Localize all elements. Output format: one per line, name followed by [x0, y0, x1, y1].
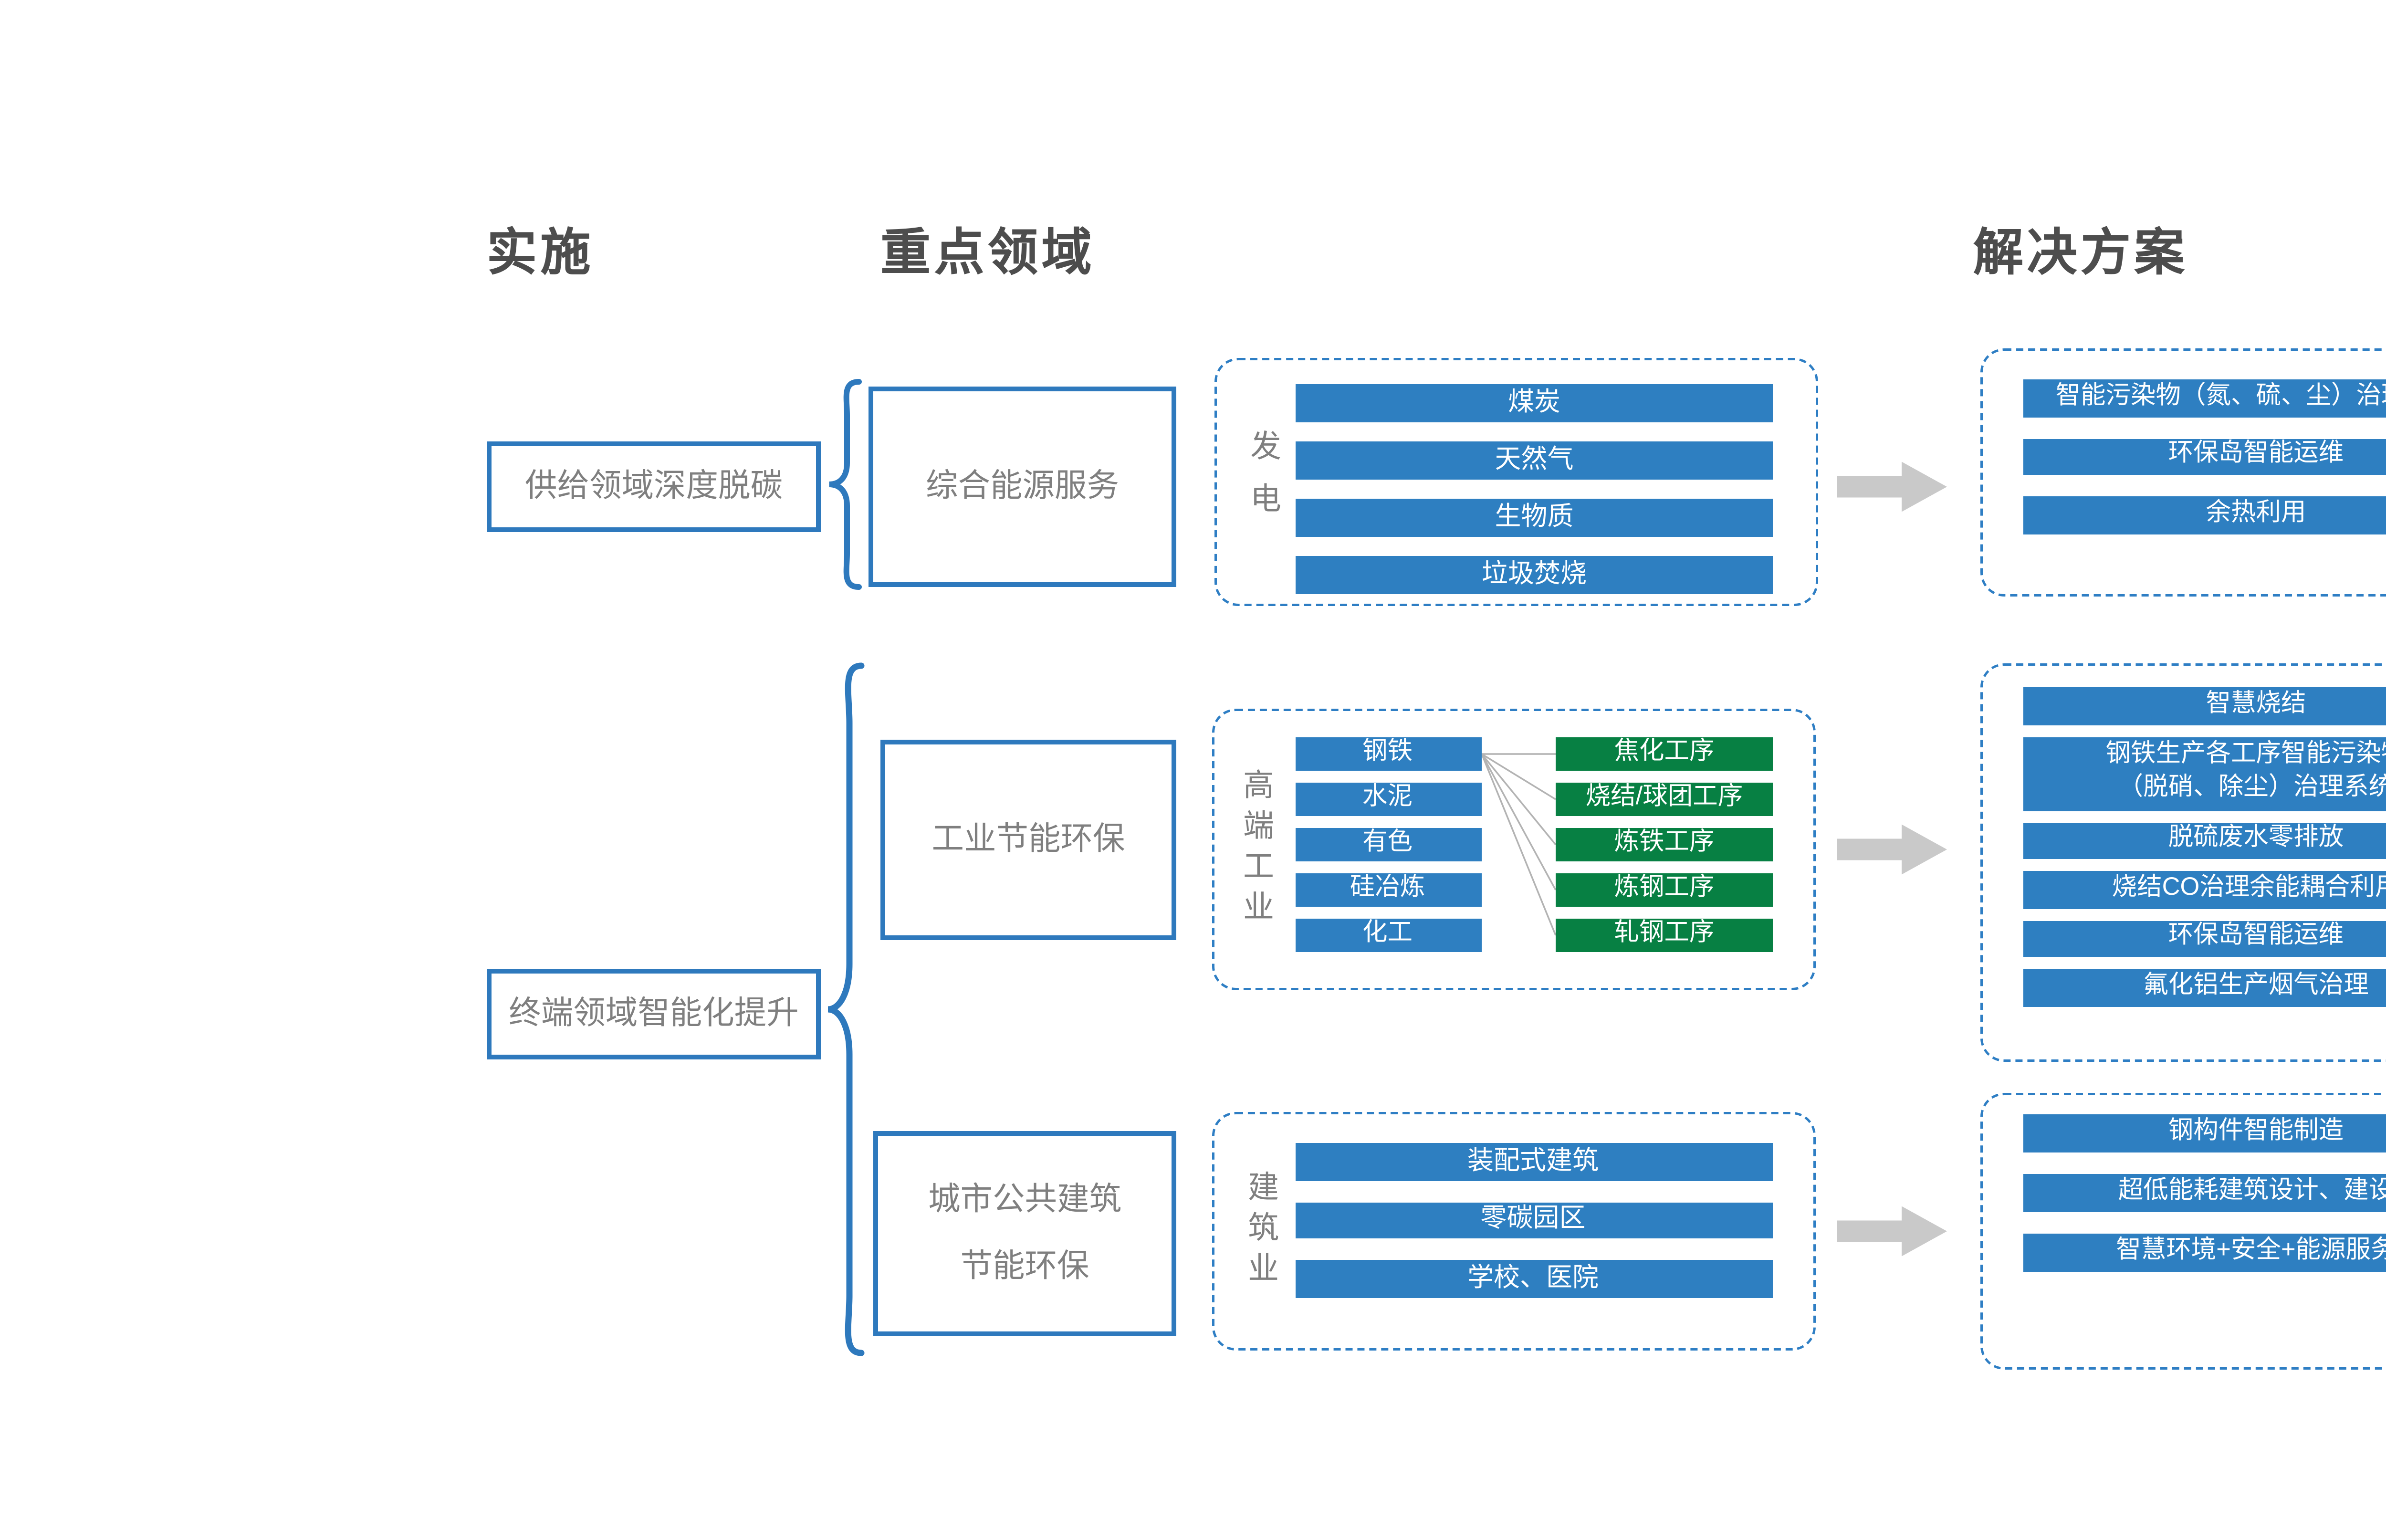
sector-bar-zero-carbon-park: 零碳园区 — [1294, 1201, 1772, 1238]
process-bar-sintering: 烧结/球团工序 — [1556, 783, 1773, 815]
industry-bars: 钢铁 水泥 有色 硅冶炼 化工 — [1294, 737, 1481, 951]
key-area-box-industry-label: 工业节能环保 — [931, 820, 1125, 857]
industry-sector-side-label: 高端工业 — [1238, 768, 1274, 931]
process-bars: 焦化工序 烧结/球团工序 炼铁工序 炼钢工序 轧钢工序 — [1556, 737, 1773, 951]
flow-arrow-power-icon — [1837, 461, 1947, 512]
implementation-box-supply: 供给领域深度脱碳 — [487, 441, 821, 532]
steel-process-lines-icon — [1481, 753, 1557, 936]
solutions-group-industry: 智慧烧结 钢铁生产各工序智能污染物（脱硝、除尘）治理系统 脱硫废水零排放 烧结C… — [1980, 663, 2386, 1062]
process-bar-steelmaking: 炼钢工序 — [1556, 873, 1773, 906]
sector-bar-nonferrous: 有色 — [1294, 828, 1481, 860]
sector-bar-coal: 煤炭 — [1296, 384, 1773, 421]
sector-bar-waste: 垃圾焚烧 — [1296, 556, 1773, 593]
power-sector-group: 发电 煤炭 天然气 生物质 垃圾焚烧 — [1214, 358, 1818, 606]
sector-bar-silicon: 硅冶炼 — [1294, 873, 1481, 906]
process-bar-ironmaking: 炼铁工序 — [1556, 828, 1773, 860]
solution-bar: 烧结CO治理余能耦合利用 — [2023, 871, 2386, 908]
flow-arrow-industry-icon — [1837, 824, 1947, 875]
flow-arrow-building-icon — [1837, 1206, 1947, 1257]
key-area-box-building: 城市公共建筑节能环保 — [873, 1131, 1176, 1336]
key-area-box-building-label: 城市公共建筑节能环保 — [928, 1180, 1121, 1284]
implementation-box-supply-label: 供给领域深度脱碳 — [525, 467, 783, 503]
solution-bar: 超低能耗建筑设计、建设 — [2023, 1174, 2386, 1211]
sector-bar-gas: 天然气 — [1296, 441, 1773, 479]
sector-bar-cement: 水泥 — [1294, 783, 1481, 815]
solution-bar: 钢铁生产各工序智能污染物（脱硝、除尘）治理系统 — [2023, 736, 2386, 810]
power-sector-bars: 煤炭 天然气 生物质 垃圾焚烧 — [1296, 384, 1773, 593]
implementation-box-terminal: 终端领域智能化提升 — [487, 969, 821, 1059]
solution-bar: 智慧烧结 — [2023, 687, 2386, 724]
sector-bar-school-hospital: 学校、医院 — [1294, 1260, 1772, 1297]
sector-bar-steel: 钢铁 — [1294, 737, 1481, 770]
sector-bar-chemical: 化工 — [1294, 919, 1481, 951]
header-key-areas: 重点领域 — [880, 227, 1095, 282]
sector-bar-biomass: 生物质 — [1296, 499, 1773, 536]
building-sector-side-label: 建筑业 — [1243, 1170, 1279, 1292]
header-solutions: 解决方案 — [1973, 227, 2188, 282]
solution-bar: 智慧环境+安全+能源服务 — [2023, 1234, 2386, 1271]
industry-sector-group: 高端工业 钢铁 水泥 有色 硅冶炼 化工 焦化工序 烧结/球团工序 炼铁工序 炼… — [1212, 709, 1816, 990]
power-sector-side-label: 发电 — [1245, 430, 1281, 534]
key-area-box-industry: 工业节能环保 — [880, 740, 1176, 940]
solution-bar: 钢构件智能制造 — [2023, 1114, 2386, 1152]
solution-bar: 环保岛智能运维 — [2023, 920, 2386, 957]
solution-bar: 脱硫废水零排放 — [2023, 822, 2386, 859]
building-bars: 装配式建筑 零碳园区 学校、医院 — [1294, 1143, 1772, 1297]
solutions-group-building: 钢构件智能制造 超低能耗建筑设计、建设 智慧环境+安全+能源服务 用能设施投资、… — [1980, 1093, 2386, 1370]
building-sector-group: 建筑业 装配式建筑 零碳园区 学校、医院 — [1212, 1112, 1816, 1351]
solution-bar: 余热利用 — [2023, 496, 2386, 534]
brace-supply-icon — [829, 379, 862, 590]
solution-bar: 氟化铝生产烟气治理 — [2023, 969, 2386, 1006]
process-bar-coking: 焦化工序 — [1556, 737, 1773, 770]
solution-bar: 环保岛智能运维 — [2023, 438, 2386, 475]
brace-terminal-icon — [827, 662, 865, 1356]
solution-bar: 智能污染物（氮、硫、尘）治理系统 — [2023, 379, 2386, 417]
solutions-building-left-column: 钢构件智能制造 超低能耗建筑设计、建设 智慧环境+安全+能源服务 — [2023, 1114, 2386, 1271]
key-area-box-energy: 综合能源服务 — [869, 387, 1176, 587]
solutions-industry-left-column: 智慧烧结 钢铁生产各工序智能污染物（脱硝、除尘）治理系统 脱硫废水零排放 烧结C… — [2023, 687, 2386, 1006]
process-bar-rolling: 轧钢工序 — [1556, 919, 1773, 951]
header-implementation: 实施 — [487, 227, 594, 282]
key-area-box-energy-label: 综合能源服务 — [926, 467, 1119, 503]
solutions-group-power: 智能污染物（氮、硫、尘）治理系统 环保岛智能运维 余热利用 脱硫废水零排放 风机… — [1980, 348, 2386, 597]
solutions-power-left-column: 智能污染物（氮、硫、尘）治理系统 环保岛智能运维 余热利用 — [2023, 379, 2386, 534]
sector-bar-prefab: 装配式建筑 — [1294, 1143, 1772, 1180]
implementation-box-terminal-label: 终端领域智能化提升 — [509, 995, 799, 1031]
